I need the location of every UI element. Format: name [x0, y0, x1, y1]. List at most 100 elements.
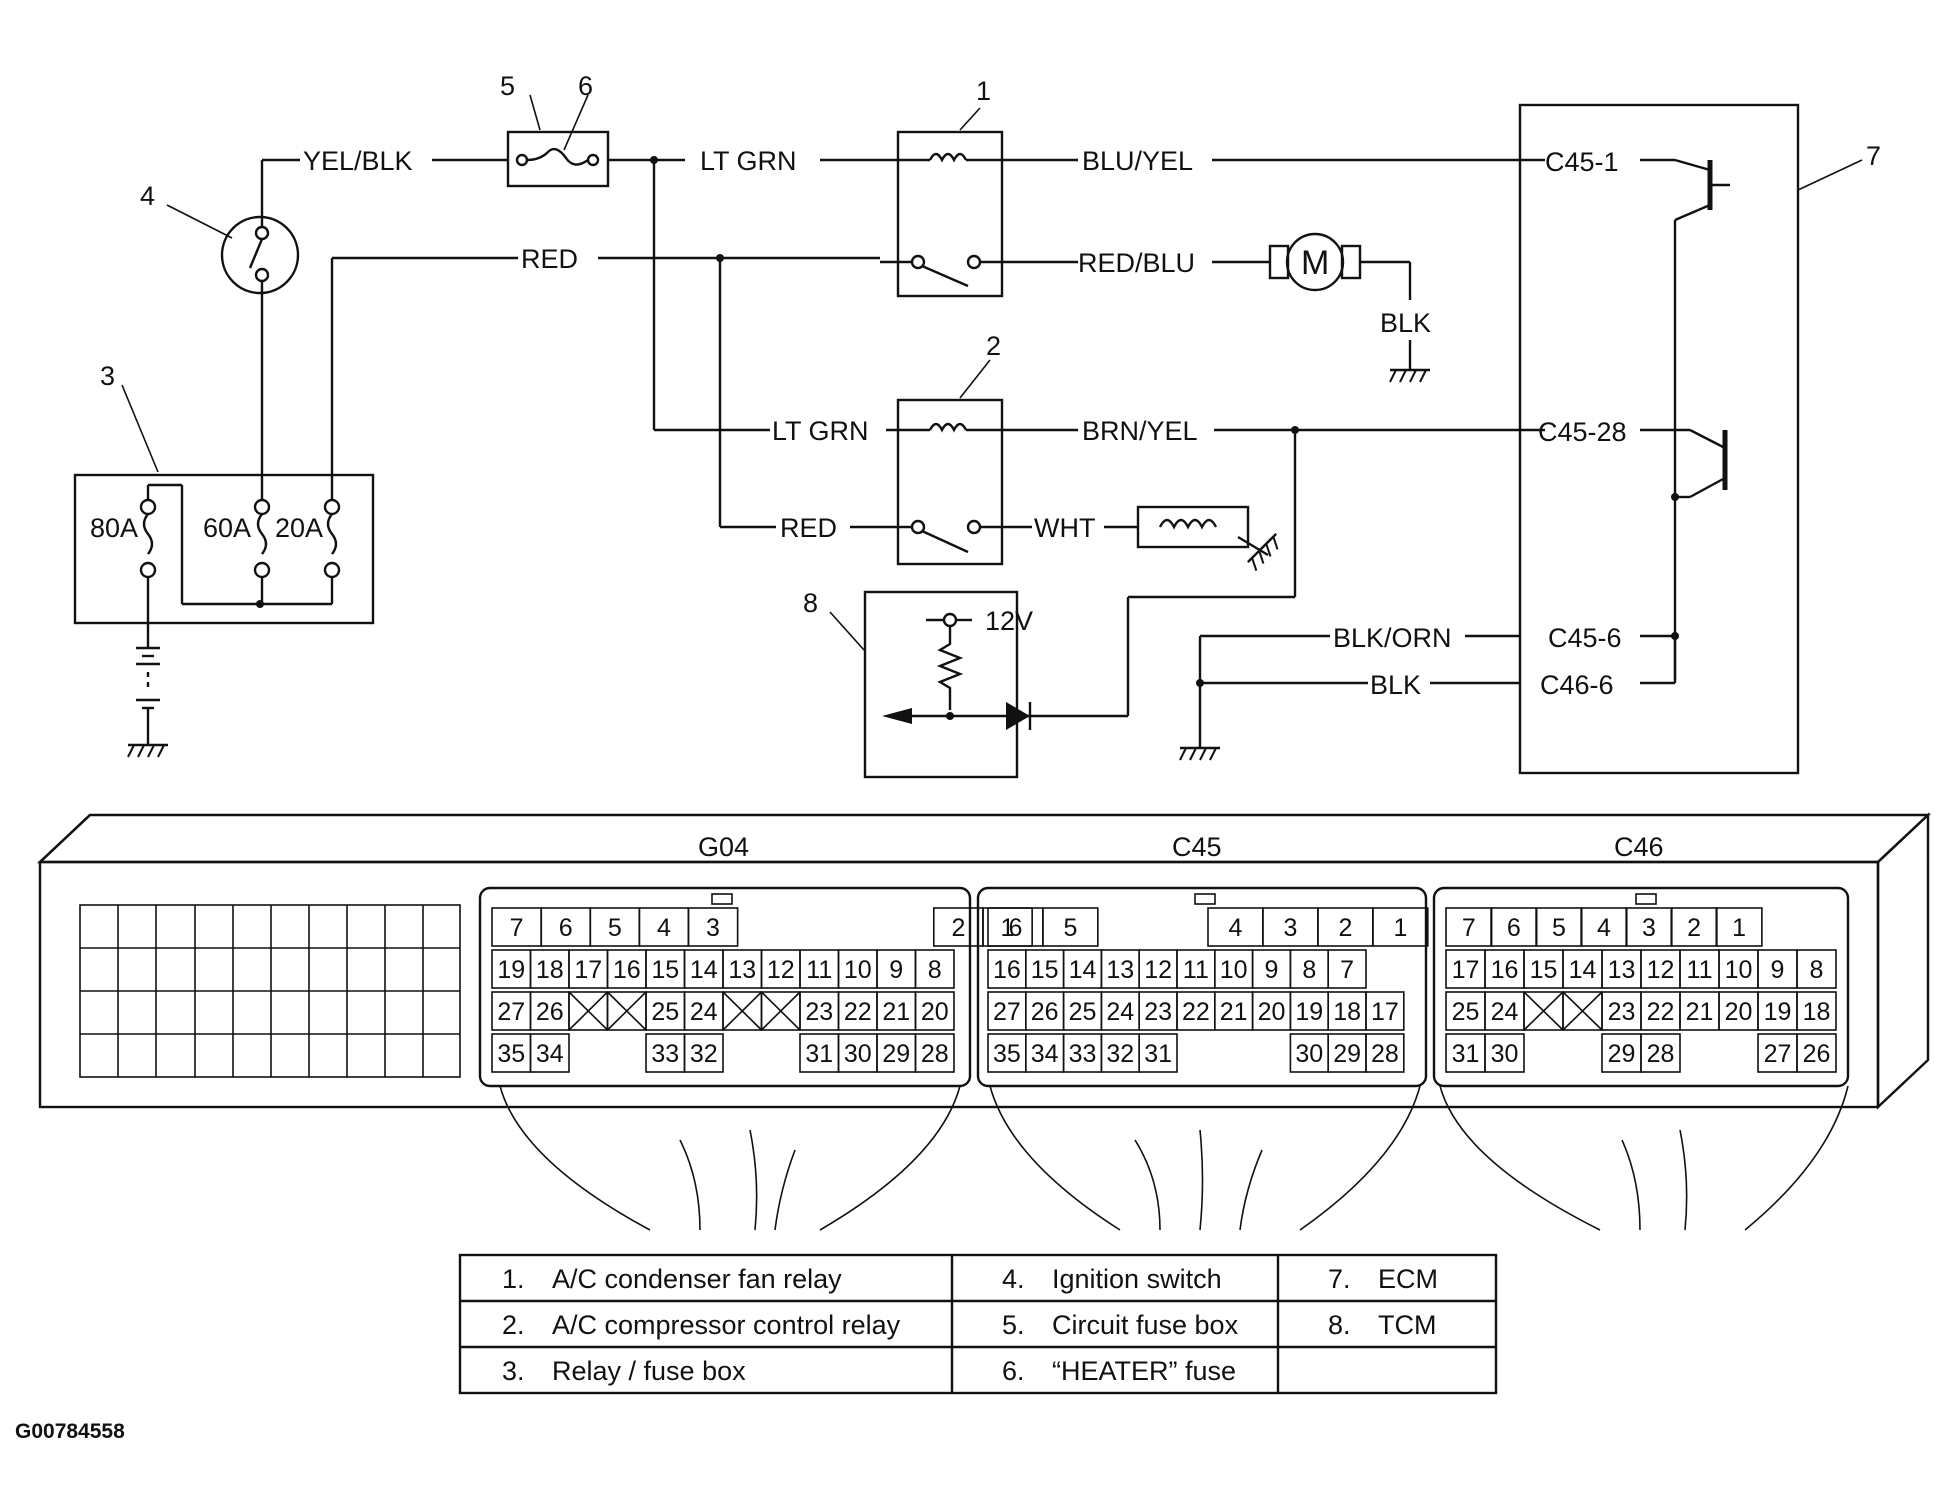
compressor-clutch-coil [1136, 505, 1286, 572]
pin-cell [914, 949, 955, 989]
pin-cell [683, 1033, 724, 1073]
unused-cavity [1562, 991, 1603, 1031]
pin-number: 27 [1764, 1040, 1792, 1068]
pin-cell [1327, 949, 1367, 989]
pin-number: 26 [1031, 998, 1059, 1026]
pin-number: 14 [1069, 956, 1097, 984]
pin-cell [1372, 907, 1429, 947]
tcm-voltage-label: 12V [985, 606, 1033, 636]
pin-number: 23 [1608, 998, 1636, 1026]
wire-label-blk-ecm: BLK [1370, 670, 1421, 700]
wire-label-blk-motor: BLK [1380, 308, 1431, 338]
pin-number: 6 [559, 914, 573, 942]
callout-4: 4 [140, 181, 155, 211]
pin-number: 29 [1333, 1040, 1361, 1068]
pin-number: 26 [536, 998, 564, 1026]
legend-text-6: “HEATER” fuse [1052, 1356, 1236, 1386]
pin-number: 29 [882, 1040, 910, 1068]
pin-number: 11 [806, 956, 832, 984]
callout-6: 6 [578, 71, 593, 101]
figure-code: G00784558 [15, 1420, 125, 1443]
callout-2: 2 [986, 331, 1001, 361]
pin-number: 30 [844, 1040, 872, 1068]
pin-number: 8 [928, 956, 942, 984]
fuse-80a-label: 80A [90, 513, 138, 543]
pin-cell [1796, 1033, 1837, 1073]
ecm: C45-1 C45-28 C45-6 C46-6 [1518, 103, 1800, 775]
ac-condenser-fan-relay [880, 130, 1004, 298]
callout-3: 3 [100, 361, 115, 391]
pin-number: 19 [1295, 998, 1323, 1026]
pin-number: 35 [497, 1040, 525, 1068]
pin-number: 25 [1452, 998, 1480, 1026]
legend-text-8: TCM [1378, 1310, 1436, 1340]
wire-label-lt-grn-2: LT GRN [772, 416, 869, 446]
ac-compressor-control-relay [896, 398, 1004, 566]
pin-number: 12 [1144, 956, 1172, 984]
legend-num-6: 6. [1002, 1356, 1025, 1386]
pin-number: 16 [613, 956, 641, 984]
legend-text-3: Relay / fuse box [552, 1356, 746, 1386]
pin-number: 28 [1647, 1040, 1675, 1068]
pin-number: 18 [1333, 998, 1361, 1026]
pin-number: 28 [1371, 1040, 1399, 1068]
wire-label-brn-yel: BRN/YEL [1082, 416, 1198, 446]
wire-label-blk-orn: BLK/ORN [1333, 623, 1452, 653]
callout-leader-3 [121, 384, 159, 473]
pin-number: 3 [1283, 914, 1297, 942]
pin-number: 23 [805, 998, 833, 1026]
unused-cavity-cross [1523, 991, 1564, 1031]
pin-cell [1138, 1033, 1178, 1073]
unused-cavity-cross [606, 991, 647, 1031]
pin-number: 8 [1302, 956, 1316, 984]
pin-number: 2 [1687, 914, 1701, 942]
pin-number: 4 [1597, 914, 1611, 942]
pin-number: 15 [1530, 956, 1558, 984]
pin-number: 31 [1144, 1040, 1172, 1068]
callout-leader-6 [563, 94, 589, 151]
pin-number: 13 [728, 956, 756, 984]
pin-number: 15 [651, 956, 679, 984]
pin-c45-1: C45-1 [1545, 147, 1619, 177]
pin-number: 34 [536, 1040, 564, 1068]
legend-num-4: 4. [1002, 1264, 1025, 1294]
pin-number: 34 [1031, 1040, 1059, 1068]
harness-lines [499, 1085, 1849, 1231]
connector-g04: G04 [478, 832, 972, 1088]
unused-cavity [760, 991, 801, 1031]
pin-cell [687, 907, 739, 947]
pin-number: 7 [1462, 914, 1476, 942]
callout-leader-8 [829, 611, 865, 651]
pin-number: 5 [608, 914, 622, 942]
pin-number: 33 [1069, 1040, 1097, 1068]
pin-number: 16 [993, 956, 1021, 984]
legend-num-7: 7. [1328, 1264, 1351, 1294]
unused-cavity [606, 991, 647, 1031]
ignition-switch [220, 160, 300, 500]
pin-number: 21 [1220, 998, 1248, 1026]
pin-number: 23 [1144, 998, 1172, 1026]
pin-number: 33 [651, 1040, 679, 1068]
callout-leader-1 [959, 107, 981, 131]
wire-label-blu-yel: BLU/YEL [1082, 146, 1193, 176]
pin-number: 16 [1491, 956, 1519, 984]
pin-number: 3 [1642, 914, 1656, 942]
pin-number: 24 [690, 998, 718, 1026]
pin-cell [1796, 991, 1837, 1031]
callout-8: 8 [803, 588, 818, 618]
battery-icon [136, 577, 160, 745]
pin-number: 20 [921, 998, 949, 1026]
pin-number: 9 [889, 956, 903, 984]
pin-number: 11 [1183, 956, 1209, 984]
pin-number: 12 [1647, 956, 1675, 984]
connector-c46-label: C46 [1614, 832, 1664, 862]
pin-number: 9 [1265, 956, 1279, 984]
pin-cell [1796, 949, 1837, 989]
pin-number: 22 [1182, 998, 1210, 1026]
pin-number: 25 [1069, 998, 1097, 1026]
connector-g04-label: G04 [698, 832, 749, 862]
pin-number: 18 [1803, 998, 1831, 1026]
pin-number: 29 [1608, 1040, 1636, 1068]
pin-number: 35 [993, 1040, 1021, 1068]
